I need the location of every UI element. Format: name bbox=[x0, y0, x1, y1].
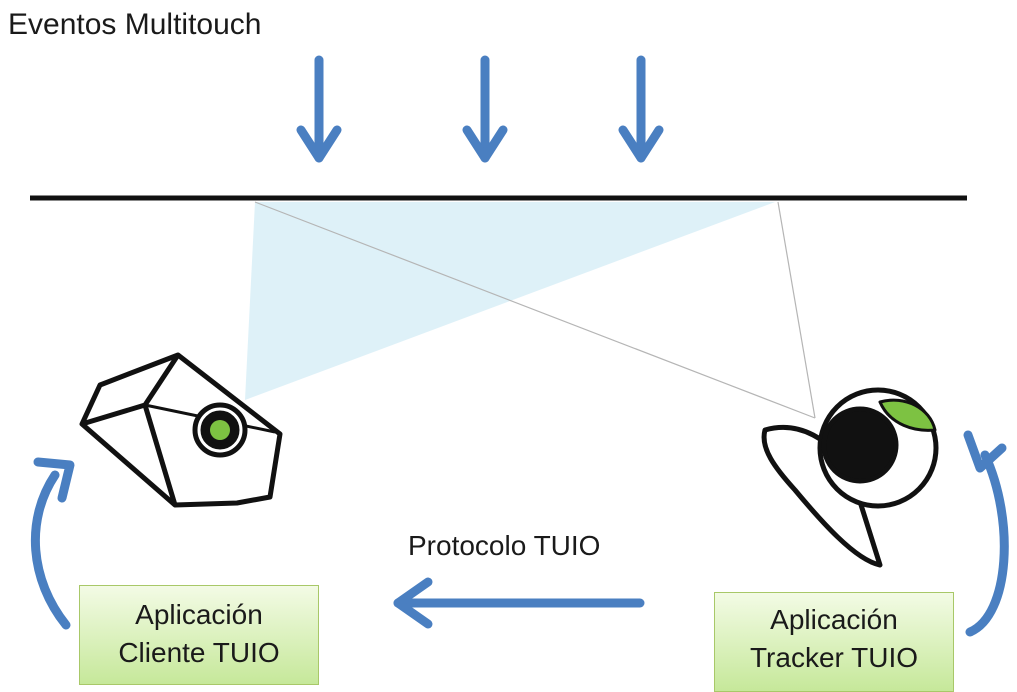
touch-event-arrows bbox=[296, 55, 664, 163]
camera-icon bbox=[761, 387, 939, 568]
diagram-title: Eventos Multitouch bbox=[8, 8, 262, 41]
touch-arrow-3 bbox=[618, 55, 664, 163]
touch-arrow-2 bbox=[462, 55, 508, 163]
protocol-arrow bbox=[393, 577, 645, 629]
touch-arrow-1 bbox=[296, 55, 342, 163]
client-app-line2: Cliente TUIO bbox=[118, 637, 280, 668]
client-loop-arrow bbox=[30, 457, 75, 630]
tracker-loop-arrow bbox=[963, 430, 1009, 637]
client-app-line1: Aplicación bbox=[135, 599, 263, 630]
projector-icon bbox=[79, 352, 283, 508]
protocol-label: Protocolo TUIO bbox=[408, 530, 601, 561]
tracker-app-box: Aplicación Tracker TUIO bbox=[714, 592, 954, 692]
client-app-box: Aplicación Cliente TUIO bbox=[79, 585, 319, 685]
camera-view-lines bbox=[254, 201, 816, 419]
tracker-app-line1: Aplicación bbox=[770, 604, 898, 635]
tracker-app-line2: Tracker TUIO bbox=[749, 642, 918, 673]
